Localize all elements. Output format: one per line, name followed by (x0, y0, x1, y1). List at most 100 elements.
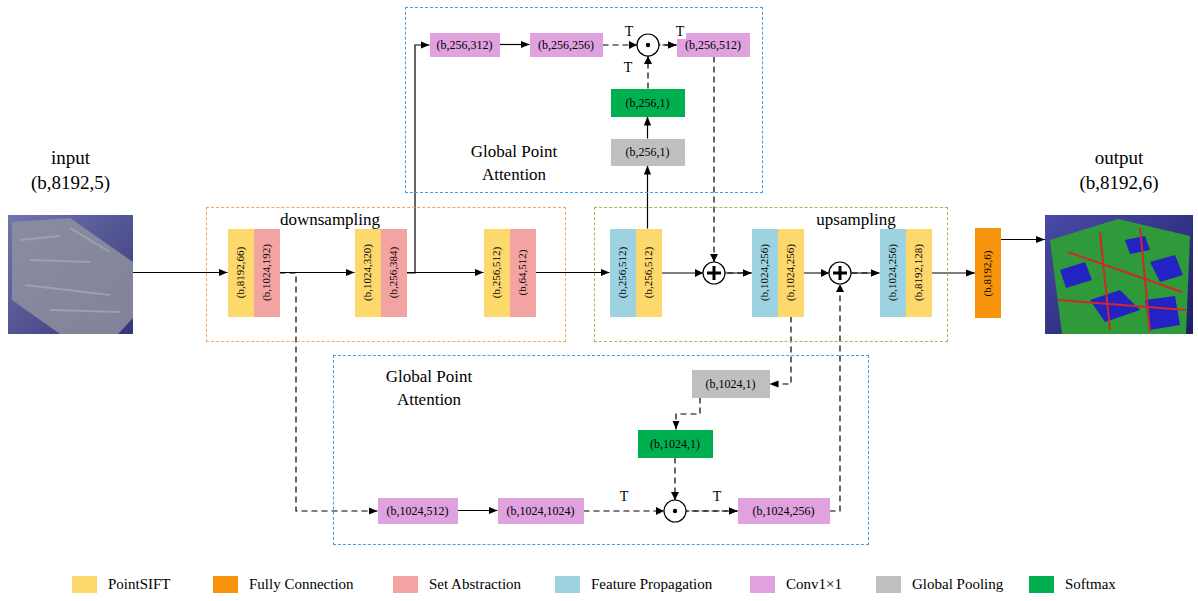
tensor-shape: (b,1024,256) (784, 244, 797, 301)
image-panel: input(b,8192,5) (8, 145, 133, 334)
tensor-shape: (b,256,512) (490, 247, 503, 298)
arrowhead (671, 492, 679, 500)
tensor-box: (b,256,512) (636, 229, 662, 317)
arrowhead (821, 269, 829, 277)
arrowhead (710, 254, 718, 262)
label-anchor: T (618, 58, 638, 76)
group-label: downsampling (260, 208, 400, 231)
tensor-box: (b,1024,256) (778, 229, 804, 317)
legend-item: Global Pooling (876, 575, 1003, 593)
legend-text: Softmax (1065, 575, 1116, 593)
legend-item: Set Abstraction (393, 575, 521, 593)
connector (133, 272, 228, 273)
input-image-ground (8, 215, 133, 334)
legend-text: Fully Connection (249, 575, 354, 593)
tensor-box: (b,1024,320) (355, 229, 381, 317)
tensor-shape: (b,256,512) (685, 38, 741, 52)
output-edges (1058, 228, 1186, 332)
legend-swatch (213, 576, 238, 593)
legend-swatch (555, 576, 580, 593)
tensor-box: (b,1024,256) (738, 498, 830, 524)
legend-swatch (1029, 576, 1054, 593)
tensor-box: (b,8192,128) (906, 229, 932, 317)
image-panel: output(b,8192,6) (1045, 145, 1193, 334)
group-region: upsampling(b,256,512)(b,256,512)(b,1024,… (594, 207, 948, 342)
tensor-shape: (b,1024,192) (260, 244, 273, 301)
tensor-box: (b,256,384) (381, 229, 407, 317)
tensor-shape: (b,1024,1) (706, 377, 756, 391)
tensor-box: (b,256,512) (610, 229, 636, 317)
tensor-shape: (b,1024,1024) (507, 504, 575, 518)
legend-text: Conv1×1 (786, 575, 842, 593)
connector (407, 272, 484, 273)
arrowhead (644, 56, 652, 64)
input-terrain (12, 218, 133, 334)
output-patch (1150, 255, 1183, 282)
tensor-shape: (b,1024,256) (758, 244, 771, 301)
group-label: Global Point Attention (364, 365, 494, 411)
tensor-box: (b,1024,512) (378, 498, 458, 524)
legend-swatch (393, 576, 418, 593)
output-terrain (1050, 219, 1190, 334)
tensor-shape: (b,1024,256) (753, 504, 815, 518)
group-label: Global Point Attention (449, 140, 579, 186)
group-region: Global Point Attention (b,1024,1) (b,1024,… (333, 355, 869, 545)
add-junction (703, 262, 725, 284)
legend-swatch (72, 576, 97, 593)
image-heading: output (1045, 145, 1193, 170)
connector (676, 398, 700, 430)
legend-text: Global Pooling (912, 575, 1003, 593)
tensor-box: (b,256,512) (677, 33, 750, 57)
tensor-shape: (b,8192,66) (234, 247, 247, 298)
tensor-box: (b,8192,66) (228, 229, 254, 317)
arrowhead (656, 507, 664, 515)
tensor-box: (b,1024,192) (254, 229, 280, 317)
transpose-mark: T (623, 24, 636, 39)
group-region: Global Point Attention (b,256,312) (b,256,… (405, 7, 763, 193)
tensor-box: (b,1024,256) (752, 229, 778, 317)
multiply-junction (637, 34, 659, 56)
tensor-shape: (b,1024,256) (886, 244, 899, 301)
tensor-shape: (b,256,1) (626, 145, 670, 159)
legend-swatch (750, 576, 775, 593)
legend-item: Conv1×1 (750, 575, 842, 593)
connector (770, 317, 792, 385)
output-patch (1060, 262, 1092, 288)
legend-text: Set Abstraction (429, 575, 521, 593)
legend-item: PointSIFT (72, 575, 171, 593)
connector (500, 44, 530, 45)
tensor-shape: (b,256,384) (387, 247, 400, 298)
transpose-mark: T (618, 489, 631, 504)
connector (675, 458, 738, 512)
connector (830, 273, 880, 511)
tensor-shape: (b,8192,6) (982, 250, 995, 296)
tensor-box: (b,1024,1) (692, 370, 770, 398)
legend-text: Feature Propagation (591, 575, 712, 593)
tensor-shape: (b,8192,128) (912, 244, 925, 301)
arrowhead (629, 41, 637, 49)
legend-swatch (876, 576, 901, 593)
tensor-box: (b,1024,256) (880, 229, 906, 317)
tensor-box: (b,256,1) (611, 139, 685, 166)
transpose-mark: T (622, 60, 635, 75)
connector (647, 117, 648, 139)
tensor-box: (b,256,512) (484, 229, 510, 317)
connector (932, 272, 976, 273)
tensor-box: (b,256,256) (530, 33, 603, 57)
multiply-dot (673, 509, 677, 513)
legend-item: Softmax (1029, 575, 1116, 593)
connector-group (133, 45, 1045, 512)
legend-text: PointSIFT (108, 575, 171, 593)
group-region: downsampling (b,8192,66) (b,1024,192) (b,10… (206, 207, 566, 342)
connector (647, 166, 648, 229)
transpose-mark: T (711, 489, 724, 504)
tensor-shape: (b,1024,1) (650, 437, 700, 451)
transpose-mark: T (674, 24, 687, 39)
tensor-shape: (b,256,312) (437, 38, 493, 52)
label-anchor: T (707, 487, 727, 505)
connector (1001, 239, 1045, 240)
legend-item: Fully Connection (213, 575, 354, 593)
multiply-dot (646, 43, 650, 47)
